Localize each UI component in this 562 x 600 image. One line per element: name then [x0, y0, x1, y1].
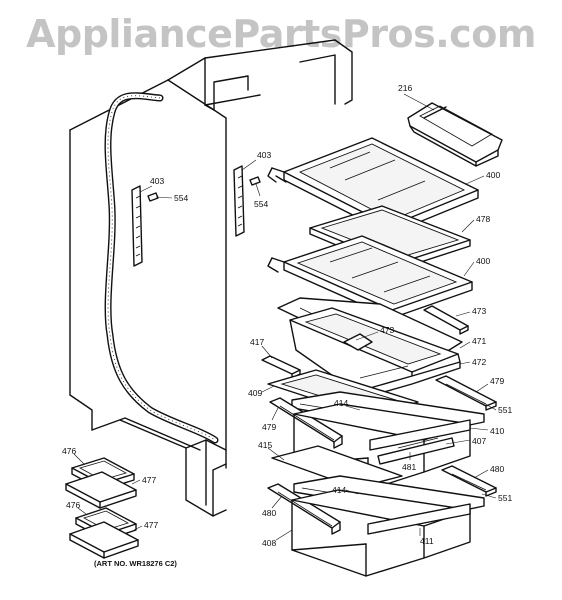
label-554-left: 554: [174, 193, 188, 203]
door-gasket: [104, 92, 219, 444]
label-480-right: 480: [490, 464, 504, 474]
shelf-clip-right: [249, 176, 261, 186]
art-number: (ART NO. WR18276 C2): [94, 559, 177, 568]
label-411: 411: [420, 536, 434, 546]
slide-rail-417: [261, 355, 301, 379]
crisper-drawer-408: [291, 489, 471, 577]
label-551-lower: 551: [498, 493, 512, 503]
label-400-upper: 400: [486, 170, 500, 180]
label-407: 407: [472, 436, 486, 446]
crisper-pan-472: [289, 307, 461, 401]
label-479-left: 479: [262, 422, 276, 432]
label-477-lower: 477: [144, 520, 158, 530]
label-476-upper: 476: [62, 446, 76, 456]
label-479-right: 479: [490, 376, 504, 386]
label-480-left: 480: [262, 508, 276, 518]
slide-rail-479-right: [435, 375, 497, 411]
glass-shelf-400-upper: [267, 137, 479, 235]
label-417: 417: [250, 337, 264, 347]
part-labels: 216 403 554 403 554 400 478 400 473 473 …: [62, 83, 512, 568]
label-403-right: 403: [257, 150, 271, 160]
watermark-logo: AppliancePartsPros.com: [26, 12, 536, 56]
crisper-drawer-407: [293, 403, 471, 491]
shelf-support-left: [131, 185, 143, 267]
label-554-right: 554: [254, 199, 268, 209]
label-481: 481: [402, 462, 416, 472]
slide-rail-480-right: [441, 465, 497, 497]
shelf-support-right: [233, 165, 245, 237]
slide-rail-473-right: [423, 305, 469, 335]
label-478: 478: [476, 214, 490, 224]
door-tray-477-upper: [65, 471, 137, 509]
label-414-lower: 414: [332, 485, 346, 495]
glass-shelf-400-lower: [267, 235, 473, 319]
label-409: 409: [248, 388, 262, 398]
leader-lines: [73, 93, 497, 541]
label-477-upper: 477: [142, 475, 156, 485]
door-tray-477-lower: [69, 521, 139, 559]
cabinet-liner: [69, 39, 353, 517]
label-476-lower: 476: [66, 500, 80, 510]
label-414-upper: 414: [334, 398, 348, 408]
label-410: 410: [490, 426, 504, 436]
label-471: 471: [472, 336, 486, 346]
label-472: 472: [472, 357, 486, 367]
label-415: 415: [258, 440, 272, 450]
slide-rail-480-left: [267, 483, 341, 535]
label-403-left: 403: [150, 176, 164, 186]
slide-rail-479-left: [269, 397, 343, 449]
shelf-clip-left: [147, 192, 159, 202]
label-551-upper: 551: [498, 405, 512, 415]
label-473-center: 473: [380, 325, 394, 335]
label-216: 216: [398, 83, 412, 93]
label-473-right: 473: [472, 306, 486, 316]
label-400-lower: 400: [476, 256, 490, 266]
label-408: 408: [262, 538, 276, 548]
door-bin-216: [407, 102, 503, 167]
